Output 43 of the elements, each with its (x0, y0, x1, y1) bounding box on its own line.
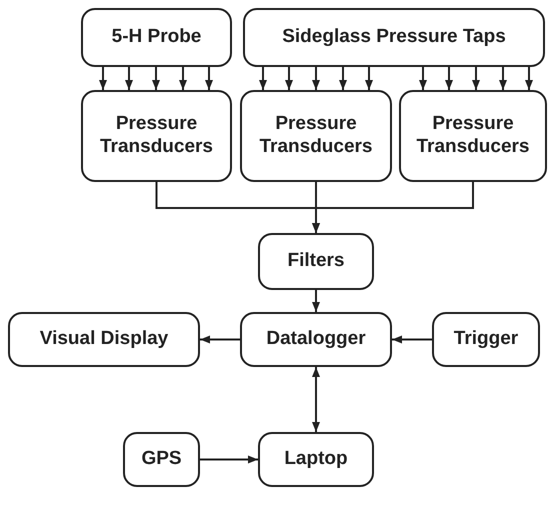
arrow (472, 67, 480, 90)
box-label: 5-H Probe (112, 26, 202, 49)
arrow (445, 67, 453, 90)
process-box (81, 90, 232, 182)
box-label: Datalogger (266, 328, 366, 351)
arrow (312, 182, 474, 233)
process-box (243, 8, 545, 67)
arrow (365, 67, 373, 90)
arrow (312, 367, 320, 432)
box-label: Pressure Transducers (416, 113, 530, 159)
process-box (258, 233, 374, 290)
process-box (432, 312, 540, 367)
arrow (125, 67, 133, 90)
arrow (205, 67, 213, 90)
box-label: Filters (287, 250, 345, 273)
box-label: GPS (141, 448, 182, 471)
process-box (81, 8, 232, 67)
box-label: Laptop (284, 448, 348, 471)
arrow (285, 67, 293, 90)
arrow (99, 67, 107, 90)
arrow (525, 67, 533, 90)
arrow (419, 67, 427, 90)
arrow (179, 67, 187, 90)
arrow (499, 67, 507, 90)
process-box (240, 312, 392, 367)
arrow (152, 67, 160, 90)
arrow (200, 456, 258, 464)
process-box (8, 312, 200, 367)
process-box (258, 432, 374, 487)
process-box (399, 90, 547, 182)
box-label: Sideglass Pressure Taps (282, 26, 506, 49)
process-box (123, 432, 200, 487)
arrow (339, 67, 347, 90)
box-label: Trigger (454, 328, 518, 351)
arrow (312, 290, 320, 312)
arrow (312, 67, 320, 90)
process-box (240, 90, 392, 182)
box-label: Visual Display (40, 328, 168, 351)
arrow (200, 336, 240, 344)
arrow (259, 67, 267, 90)
box-label: Pressure Transducers (258, 113, 374, 159)
arrow (392, 336, 432, 344)
box-label: Pressure Transducers (99, 113, 214, 159)
